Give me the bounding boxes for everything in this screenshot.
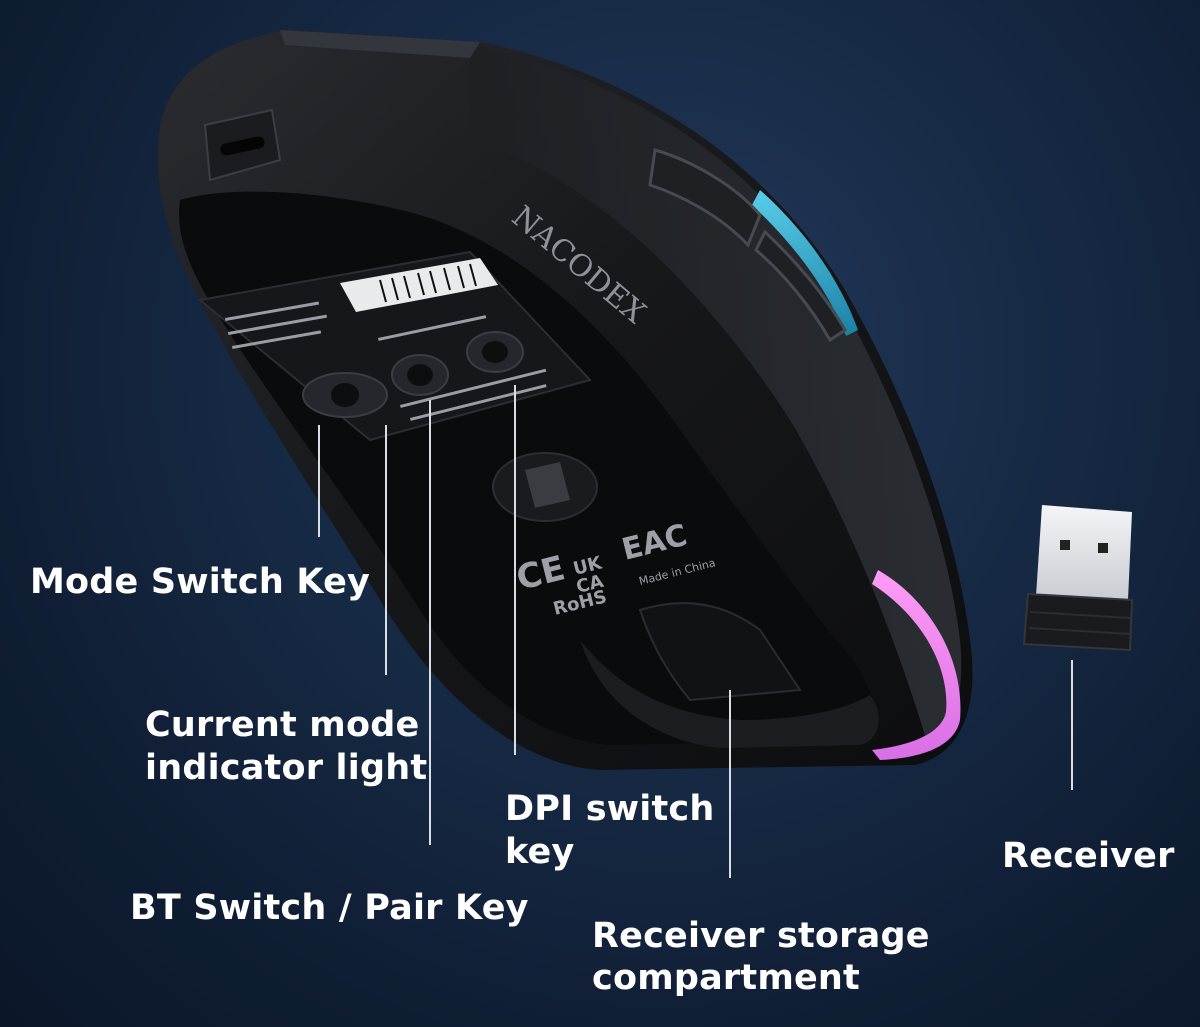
label-current-mode-line1: Current mode — [145, 705, 420, 745]
label-dpi-switch-line2: key — [505, 832, 575, 872]
barcode-lines — [379, 263, 477, 303]
leader-receiver — [1071, 660, 1073, 790]
top-cover — [280, 30, 480, 58]
leader-mode-switch — [318, 425, 320, 537]
label-storage-line2: compartment — [592, 958, 860, 998]
side-button-back — [754, 229, 847, 343]
side-button-forward — [648, 148, 762, 248]
label-dpi-switch-line1: DPI switch — [505, 789, 715, 829]
sticker-text — [225, 301, 547, 421]
label-storage-line1: Receiver storage — [592, 916, 930, 956]
side-glow — [752, 190, 858, 336]
leader-bt-switch — [429, 400, 431, 845]
usb-receiver — [1022, 505, 1134, 652]
label-bt-switch-pair-key: BT Switch / Pair Key — [130, 888, 529, 928]
receiver-compartment — [638, 602, 802, 702]
label-current-mode-line2: indicator light — [145, 748, 428, 788]
leader-current-mode — [385, 425, 387, 675]
rgb-strip — [872, 570, 961, 760]
leader-receiver-storage — [729, 690, 731, 878]
leader-dpi-switch — [514, 385, 516, 755]
label-receiver: Receiver — [1002, 836, 1175, 876]
label-mode-switch-key: Mode Switch Key — [30, 562, 371, 602]
